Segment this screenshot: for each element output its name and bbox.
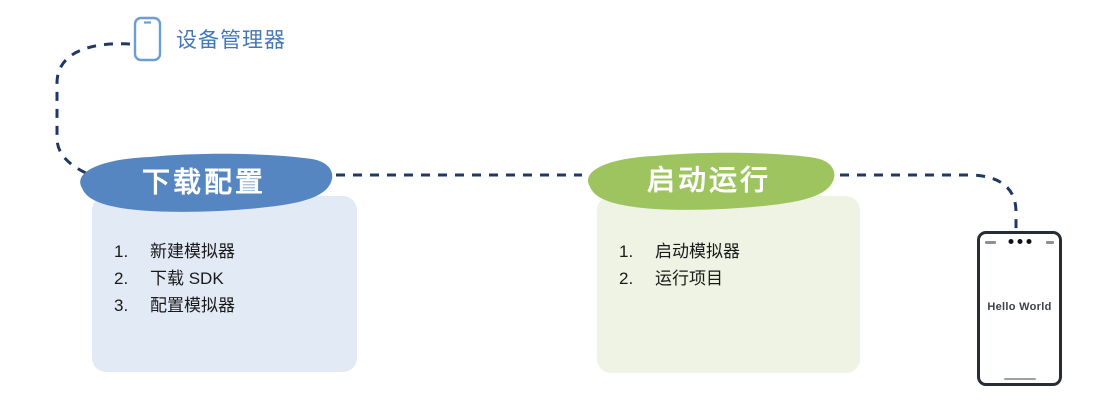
list-item-text: 新建模拟器 bbox=[150, 242, 235, 261]
step1-title: 下载配置 bbox=[141, 165, 266, 197]
device-manager-label: 设备管理器 bbox=[176, 29, 286, 52]
phone-screen-text: Hello World bbox=[987, 301, 1052, 313]
list-item-number: 2. bbox=[114, 269, 129, 288]
device-manager-label-group: 设备管理器 bbox=[133, 16, 286, 62]
connector-step2-to-phone bbox=[840, 173, 1018, 230]
step2-blob-shape bbox=[587, 152, 835, 210]
camera-dots-icon bbox=[1008, 239, 1031, 244]
step1-blob-shape bbox=[80, 153, 333, 212]
list-item-text: 配置模拟器 bbox=[150, 296, 235, 315]
list-item: 3. 配置模拟器 bbox=[114, 292, 347, 319]
step2-list: 1. 启动模拟器 2. 运行项目 bbox=[597, 196, 860, 292]
phone-icon bbox=[133, 16, 162, 62]
phone-mockup: Hello World bbox=[977, 231, 1062, 386]
list-item-text: 启动模拟器 bbox=[655, 242, 740, 261]
list-item-number: 2. bbox=[619, 269, 634, 288]
status-battery-mark bbox=[1046, 241, 1054, 244]
list-item: 1. 启动模拟器 bbox=[619, 238, 850, 265]
list-item-number: 3. bbox=[114, 296, 129, 315]
list-item: 2. 运行项目 bbox=[619, 265, 850, 292]
home-indicator-bar bbox=[1003, 378, 1036, 380]
status-time-mark bbox=[985, 241, 996, 244]
list-item-text: 运行项目 bbox=[655, 269, 723, 288]
list-item: 2. 下载 SDK bbox=[114, 265, 347, 292]
step2-title: 启动运行 bbox=[646, 164, 771, 196]
step1-panel: 1. 新建模拟器 2. 下载 SDK 3. 配置模拟器 bbox=[92, 196, 357, 372]
step1-blob: 下载配置 bbox=[70, 151, 338, 212]
list-item-number: 1. bbox=[619, 242, 634, 261]
step2-panel: 1. 启动模拟器 2. 运行项目 bbox=[597, 196, 860, 373]
step2-blob: 启动运行 bbox=[578, 150, 840, 210]
list-item-text: 下载 SDK bbox=[150, 269, 224, 288]
list-item: 1. 新建模拟器 bbox=[114, 238, 347, 265]
step1-list: 1. 新建模拟器 2. 下载 SDK 3. 配置模拟器 bbox=[92, 196, 357, 319]
list-item-number: 1. bbox=[114, 242, 129, 261]
